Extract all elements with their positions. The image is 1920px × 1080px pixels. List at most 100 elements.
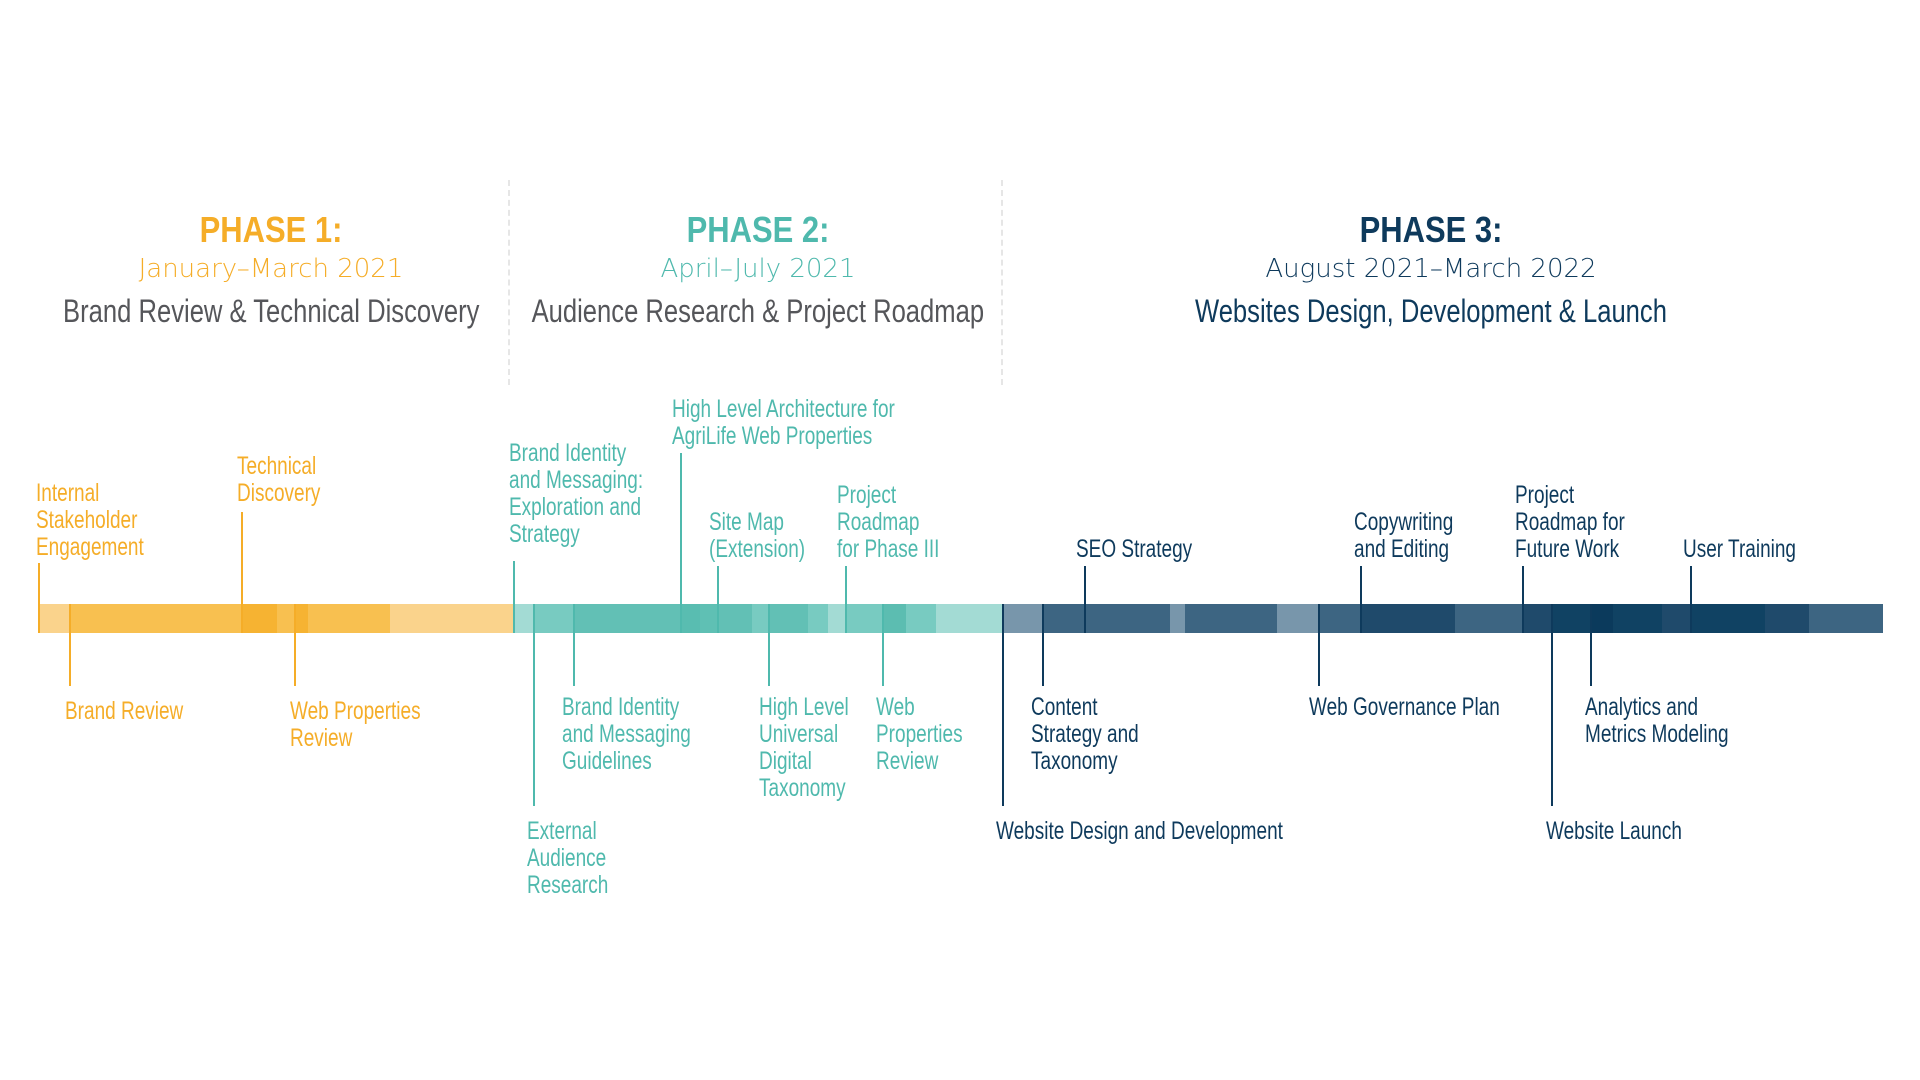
label-line: Engagement (36, 533, 144, 561)
milestone-website-launch: Website Launch (1546, 818, 1682, 845)
bar-segment (1042, 604, 1170, 633)
tick-site-map (717, 566, 719, 633)
tick-project-roadmap-phase3 (845, 566, 847, 633)
label-line: Website Launch (1546, 817, 1682, 845)
milestone-user-training: User Training (1683, 536, 1796, 563)
milestone-web-properties-review-p1: Web Properties Review (290, 698, 421, 752)
bar-segment (768, 604, 808, 633)
milestone-analytics: Analytics and Metrics Modeling (1585, 694, 1729, 748)
label-line: and Messaging: (509, 466, 644, 494)
milestone-web-properties-review-p2: Web Properties Review (876, 694, 963, 775)
label-line: Taxonomy (759, 774, 846, 802)
tick-project-roadmap-future (1522, 566, 1524, 633)
phase-3-header: PHASE 3: August 2021–March 2022 Websites… (1081, 208, 1781, 336)
tick-brand-review (69, 604, 71, 686)
bar-segment (828, 604, 845, 633)
bar-segment (700, 604, 717, 633)
label-line: Brand Identity (509, 439, 627, 467)
bar-segment (1552, 604, 1591, 633)
phase-2-subtitle: Audience Research & Project Roadmap (531, 293, 985, 329)
label-line: Web Governance Plan (1309, 693, 1500, 721)
milestone-technical-discovery: Technical Discovery (237, 453, 320, 507)
label-line: Review (876, 747, 939, 775)
bar-segment (882, 604, 906, 633)
milestone-project-roadmap-future: Project Roadmap for Future Work (1515, 482, 1625, 563)
label-line: Project (1515, 481, 1575, 509)
label-line: and Messaging (562, 720, 691, 748)
bar-segment (808, 604, 828, 633)
bar-segment (1591, 604, 1613, 633)
milestone-internal-stakeholder: Internal Stakeholder Engagement (36, 480, 144, 561)
milestone-brand-identity-guidelines: Brand Identity and Messaging Guidelines (562, 694, 691, 775)
milestone-website-design-development: Website Design and Development (996, 818, 1283, 845)
phase-1-dates: January–March 2021 (138, 254, 404, 284)
bar-segment (680, 604, 700, 633)
tick-high-level-architecture (680, 453, 682, 633)
phase-1-title: PHASE 1: (199, 209, 343, 250)
bar-segment (1523, 604, 1552, 633)
milestone-web-governance: Web Governance Plan (1309, 694, 1500, 721)
tick-internal-stakeholder (38, 563, 40, 633)
bar-segment (242, 604, 277, 633)
label-line: Properties (876, 720, 963, 748)
label-line: Analytics and (1585, 693, 1699, 721)
label-line: SEO Strategy (1076, 535, 1193, 563)
bar-segment (1613, 604, 1662, 633)
label-line: Copywriting (1354, 508, 1454, 536)
label-line: Technical (237, 452, 317, 480)
label-line: for Phase III (837, 535, 940, 563)
label-line: Strategy (509, 520, 580, 548)
label-line: Web Properties (290, 697, 421, 725)
tick-brand-identity-guidelines (573, 604, 575, 686)
milestone-brand-identity-exploration: Brand Identity and Messaging: Exploratio… (509, 440, 643, 548)
bar-segment (277, 604, 295, 633)
label-line: AgriLife Web Properties (672, 422, 873, 450)
bar-segment (752, 604, 768, 633)
phase-3-subtitle: Websites Design, Development & Launch (1195, 293, 1667, 329)
label-line: (Extension) (709, 535, 806, 563)
milestone-copywriting: Copywriting and Editing (1354, 509, 1453, 563)
bar-segment (717, 604, 752, 633)
label-line: Digital (759, 747, 812, 775)
bar-segment (906, 604, 936, 633)
label-line: Audience (527, 844, 607, 872)
bar-segment (1690, 604, 1765, 633)
tick-web-governance (1318, 604, 1320, 686)
label-line: Site Map (709, 508, 784, 536)
milestone-project-roadmap-phase3: Project Roadmap for Phase III (837, 482, 939, 563)
bar-segment (308, 604, 390, 633)
label-line: Content (1031, 693, 1098, 721)
milestone-seo-strategy: SEO Strategy (1076, 536, 1192, 563)
milestone-brand-review: Brand Review (65, 698, 183, 725)
tick-technical-discovery (241, 512, 243, 633)
bar-segment (1662, 604, 1690, 633)
bar-segment (1455, 604, 1523, 633)
phase-1-header: PHASE 1: January–March 2021 Brand Review… (0, 208, 571, 336)
phase-1-subtitle: Brand Review & Technical Discovery (62, 293, 480, 329)
label-line: Taxonomy (1031, 747, 1118, 775)
timeline-bar (38, 604, 1883, 633)
bar-segment (1318, 604, 1361, 633)
label-line: Discovery (237, 479, 321, 507)
tick-website-launch (1551, 604, 1553, 806)
phase-separator-2 (1001, 180, 1003, 385)
phase-2-title: PHASE 2: (686, 209, 830, 250)
bar-segment (845, 604, 882, 633)
milestone-site-map: Site Map (Extension) (709, 509, 805, 563)
bar-segment (38, 604, 69, 633)
milestone-high-level-architecture: High Level Architecture for AgriLife Web… (672, 396, 895, 450)
label-line: Website Design and Development (996, 817, 1283, 845)
bar-segment (1809, 604, 1883, 633)
phase-3-dates: August 2021–March 2022 (1265, 254, 1597, 284)
phase-2-dates: April–July 2021 (660, 254, 856, 284)
label-line: Universal (759, 720, 839, 748)
bar-segment (69, 604, 242, 633)
bar-segment (1765, 604, 1809, 633)
bar-segment (295, 604, 308, 633)
phase-separator-1 (508, 180, 510, 385)
label-line: High Level (759, 693, 849, 721)
bar-segment (1277, 604, 1318, 633)
bar-segment (574, 604, 680, 633)
label-line: Brand Review (65, 697, 184, 725)
label-line: Strategy and (1031, 720, 1139, 748)
